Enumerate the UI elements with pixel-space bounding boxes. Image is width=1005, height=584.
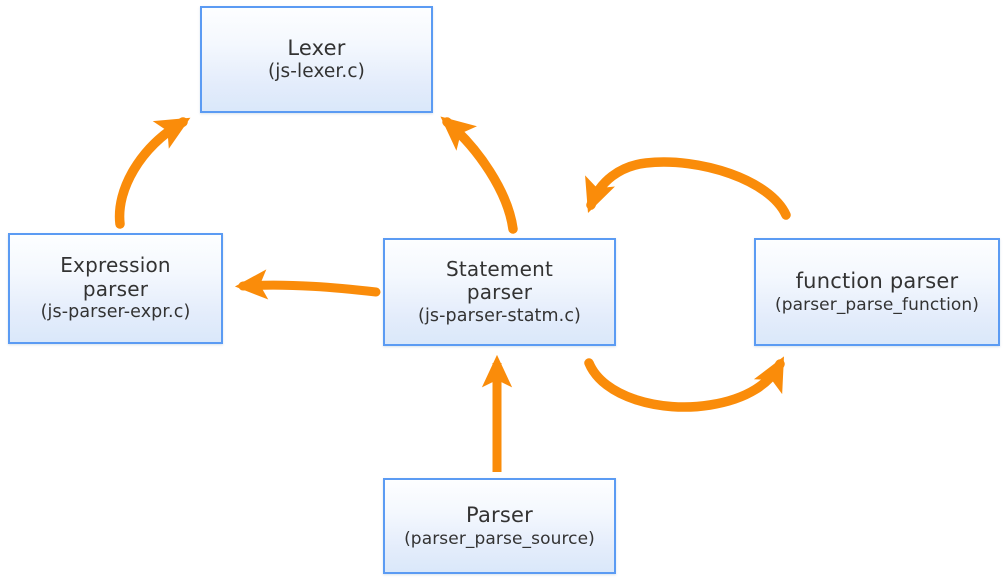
arrow-expression-to-lexer — [114, 117, 191, 229]
node-function-parser[interactable]: function parser (parser_parse_function) — [754, 238, 1000, 346]
arrow-statement-to-lexer — [440, 116, 518, 234]
node-expression-parser-title: Expression parser — [60, 253, 171, 301]
node-parser-subtitle: (parser_parse_source) — [404, 528, 595, 549]
arrow-statement-to-function — [584, 356, 785, 412]
node-lexer[interactable]: Lexer (js-lexer.c) — [200, 6, 433, 113]
node-statement-parser-title: Statement parser — [445, 256, 554, 305]
node-parser-title: Parser — [466, 503, 533, 528]
node-expression-parser[interactable]: Expression parser (js-parser-expr.c) — [8, 233, 223, 344]
node-statement-parser[interactable]: Statement parser (js-parser-statm.c) — [383, 238, 616, 346]
node-parser[interactable]: Parser (parser_parse_source) — [383, 478, 616, 574]
arrow-function-to-statement — [585, 157, 791, 220]
arrow-statement-to-expression — [234, 269, 381, 300]
node-statement-parser-subtitle: (js-parser-statm.c) — [418, 305, 581, 326]
node-function-parser-subtitle: (parser_parse_function) — [774, 294, 980, 315]
node-lexer-subtitle: (js-lexer.c) — [267, 61, 365, 83]
node-function-parser-title: function parser — [795, 269, 959, 294]
node-lexer-title: Lexer — [287, 35, 346, 60]
node-expression-parser-subtitle: (js-parser-expr.c) — [40, 302, 191, 323]
